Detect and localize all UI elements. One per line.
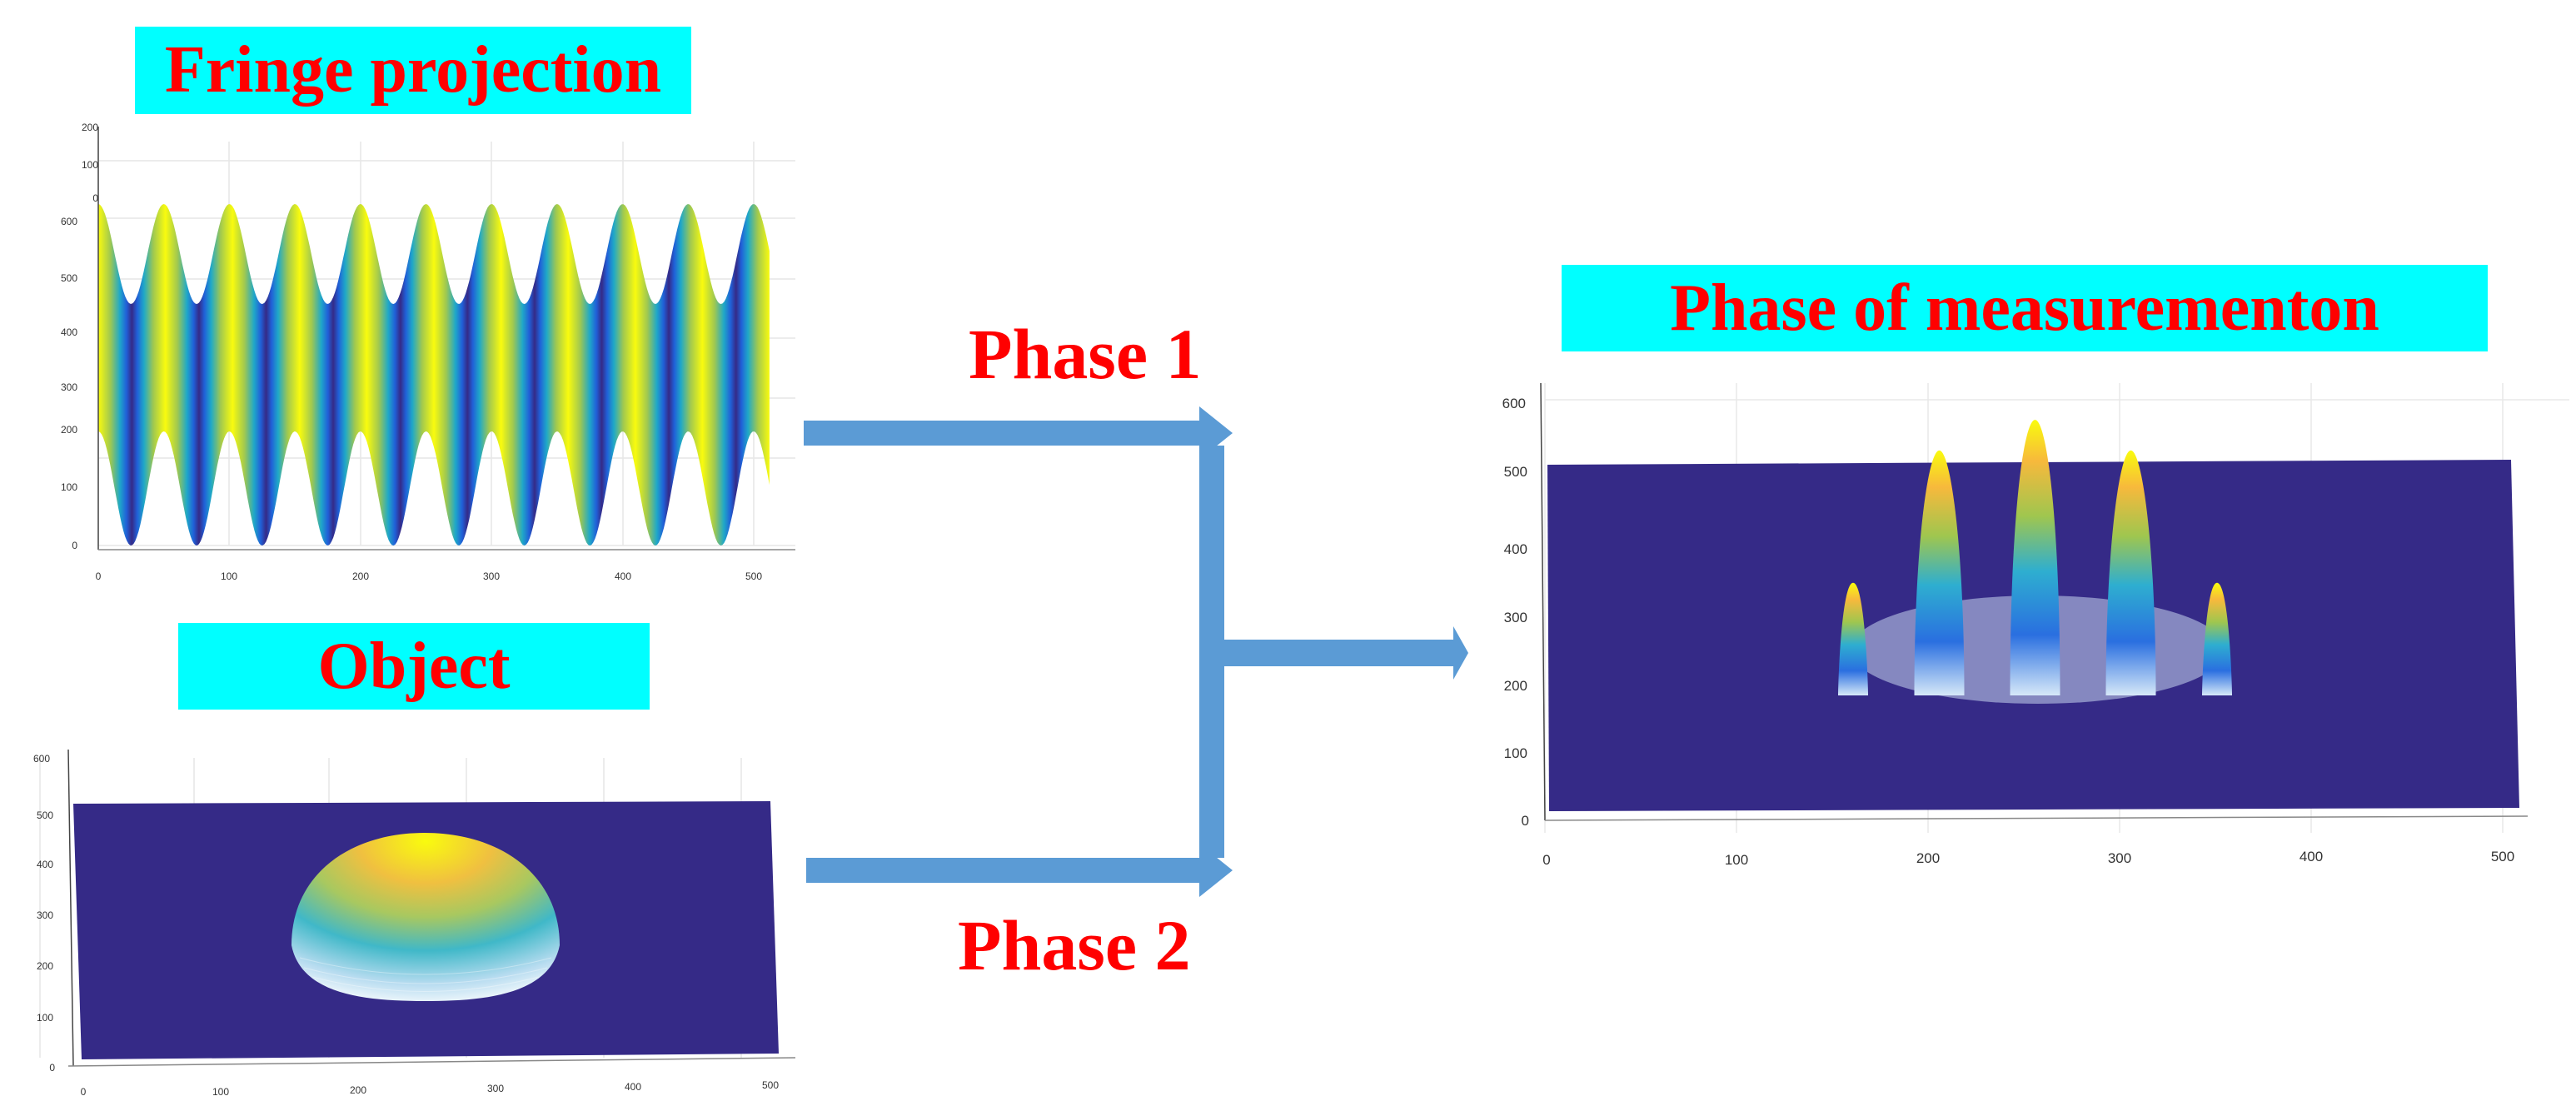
x-tick-label: 400 [625,1081,641,1093]
x-tick-label: 0 [81,1086,87,1098]
measurement-peak [2105,450,2156,695]
y-tick-label: 500 [37,810,53,821]
x-tick-label: 200 [350,1084,366,1096]
fringe-projection-title: Fringe projection [135,27,691,114]
peaks-group [1838,420,2232,695]
y-tick-label: 0 [92,192,98,204]
x-tick-label: 500 [745,570,762,582]
merge-bar [1199,446,1224,858]
x-tick-label: 400 [615,570,631,582]
x-tick-label: 0 [96,570,102,582]
y-tick-label: 200 [82,122,98,133]
fringe-surface [98,204,770,546]
x-tick-label: 300 [2108,850,2131,866]
y-tick-label: 300 [1504,610,1527,625]
x-tick-label: 100 [212,1086,229,1098]
x-tick-label: 100 [1725,852,1748,868]
x-tick-label: 300 [487,1083,504,1094]
y-tick-label: 200 [37,960,53,972]
y-tick-label: 400 [61,326,77,338]
x-tick-label: 400 [2299,849,2323,864]
x-tick-label: 0 [1542,852,1550,868]
y-tick-label: 200 [1504,678,1527,694]
x-tick-label: 200 [352,570,369,582]
phase-2-arrow [806,844,1233,897]
x-tick-label: 500 [2491,849,2514,864]
y-tick-label: 0 [1522,813,1529,829]
y-tick-label: 600 [33,753,50,765]
measurement-phase-title: Phase of measurementon [1562,265,2488,351]
y-tick-label: 100 [37,1012,53,1024]
y-tick-label: 500 [61,272,77,284]
x-tick-label: 500 [762,1079,779,1091]
measurement-peak [1914,450,1965,695]
phase-1-arrow [804,406,1233,460]
x-tick-label: 300 [483,570,500,582]
y-tick-label: 0 [72,540,77,551]
x-tick-label: 200 [1916,850,1940,866]
y-tick-label: 600 [61,216,77,227]
y-tick-label: 400 [1504,541,1527,557]
y-tick-label: 300 [61,381,77,393]
measurement-peak [2202,582,2232,695]
y-tick-label: 500 [1504,464,1527,480]
x-tick-label: 100 [221,570,237,582]
measurement-peak [2010,420,2060,695]
object-plot: 0 100 200 300 400 500 600 0 100 200 300 … [33,749,796,1098]
y-tick-label: 100 [82,159,98,171]
phase-2-label: Phase 2 [958,905,1191,985]
y-tick-label: 600 [1502,396,1526,411]
measurement-phase-plot: 0 100 200 300 400 500 600 0 100 200 300 … [1502,382,2569,868]
fringe-projection-plot: 0 100 200 300 400 500 600 200 100 0 0 10… [61,122,795,582]
object-title: Object [178,623,650,710]
hemisphere-surface [291,833,560,1001]
y-tick-label: 100 [61,481,77,493]
y-tick-label: 0 [49,1062,55,1074]
y-tick-label: 300 [37,909,53,921]
y-tick-label: 100 [1504,745,1527,761]
measurement-peak [1838,582,1868,695]
output-arrow [1224,626,1468,680]
phase-1-label: Phase 1 [969,314,1202,394]
y-tick-label: 400 [37,859,53,870]
y-tick-label: 200 [61,424,77,436]
